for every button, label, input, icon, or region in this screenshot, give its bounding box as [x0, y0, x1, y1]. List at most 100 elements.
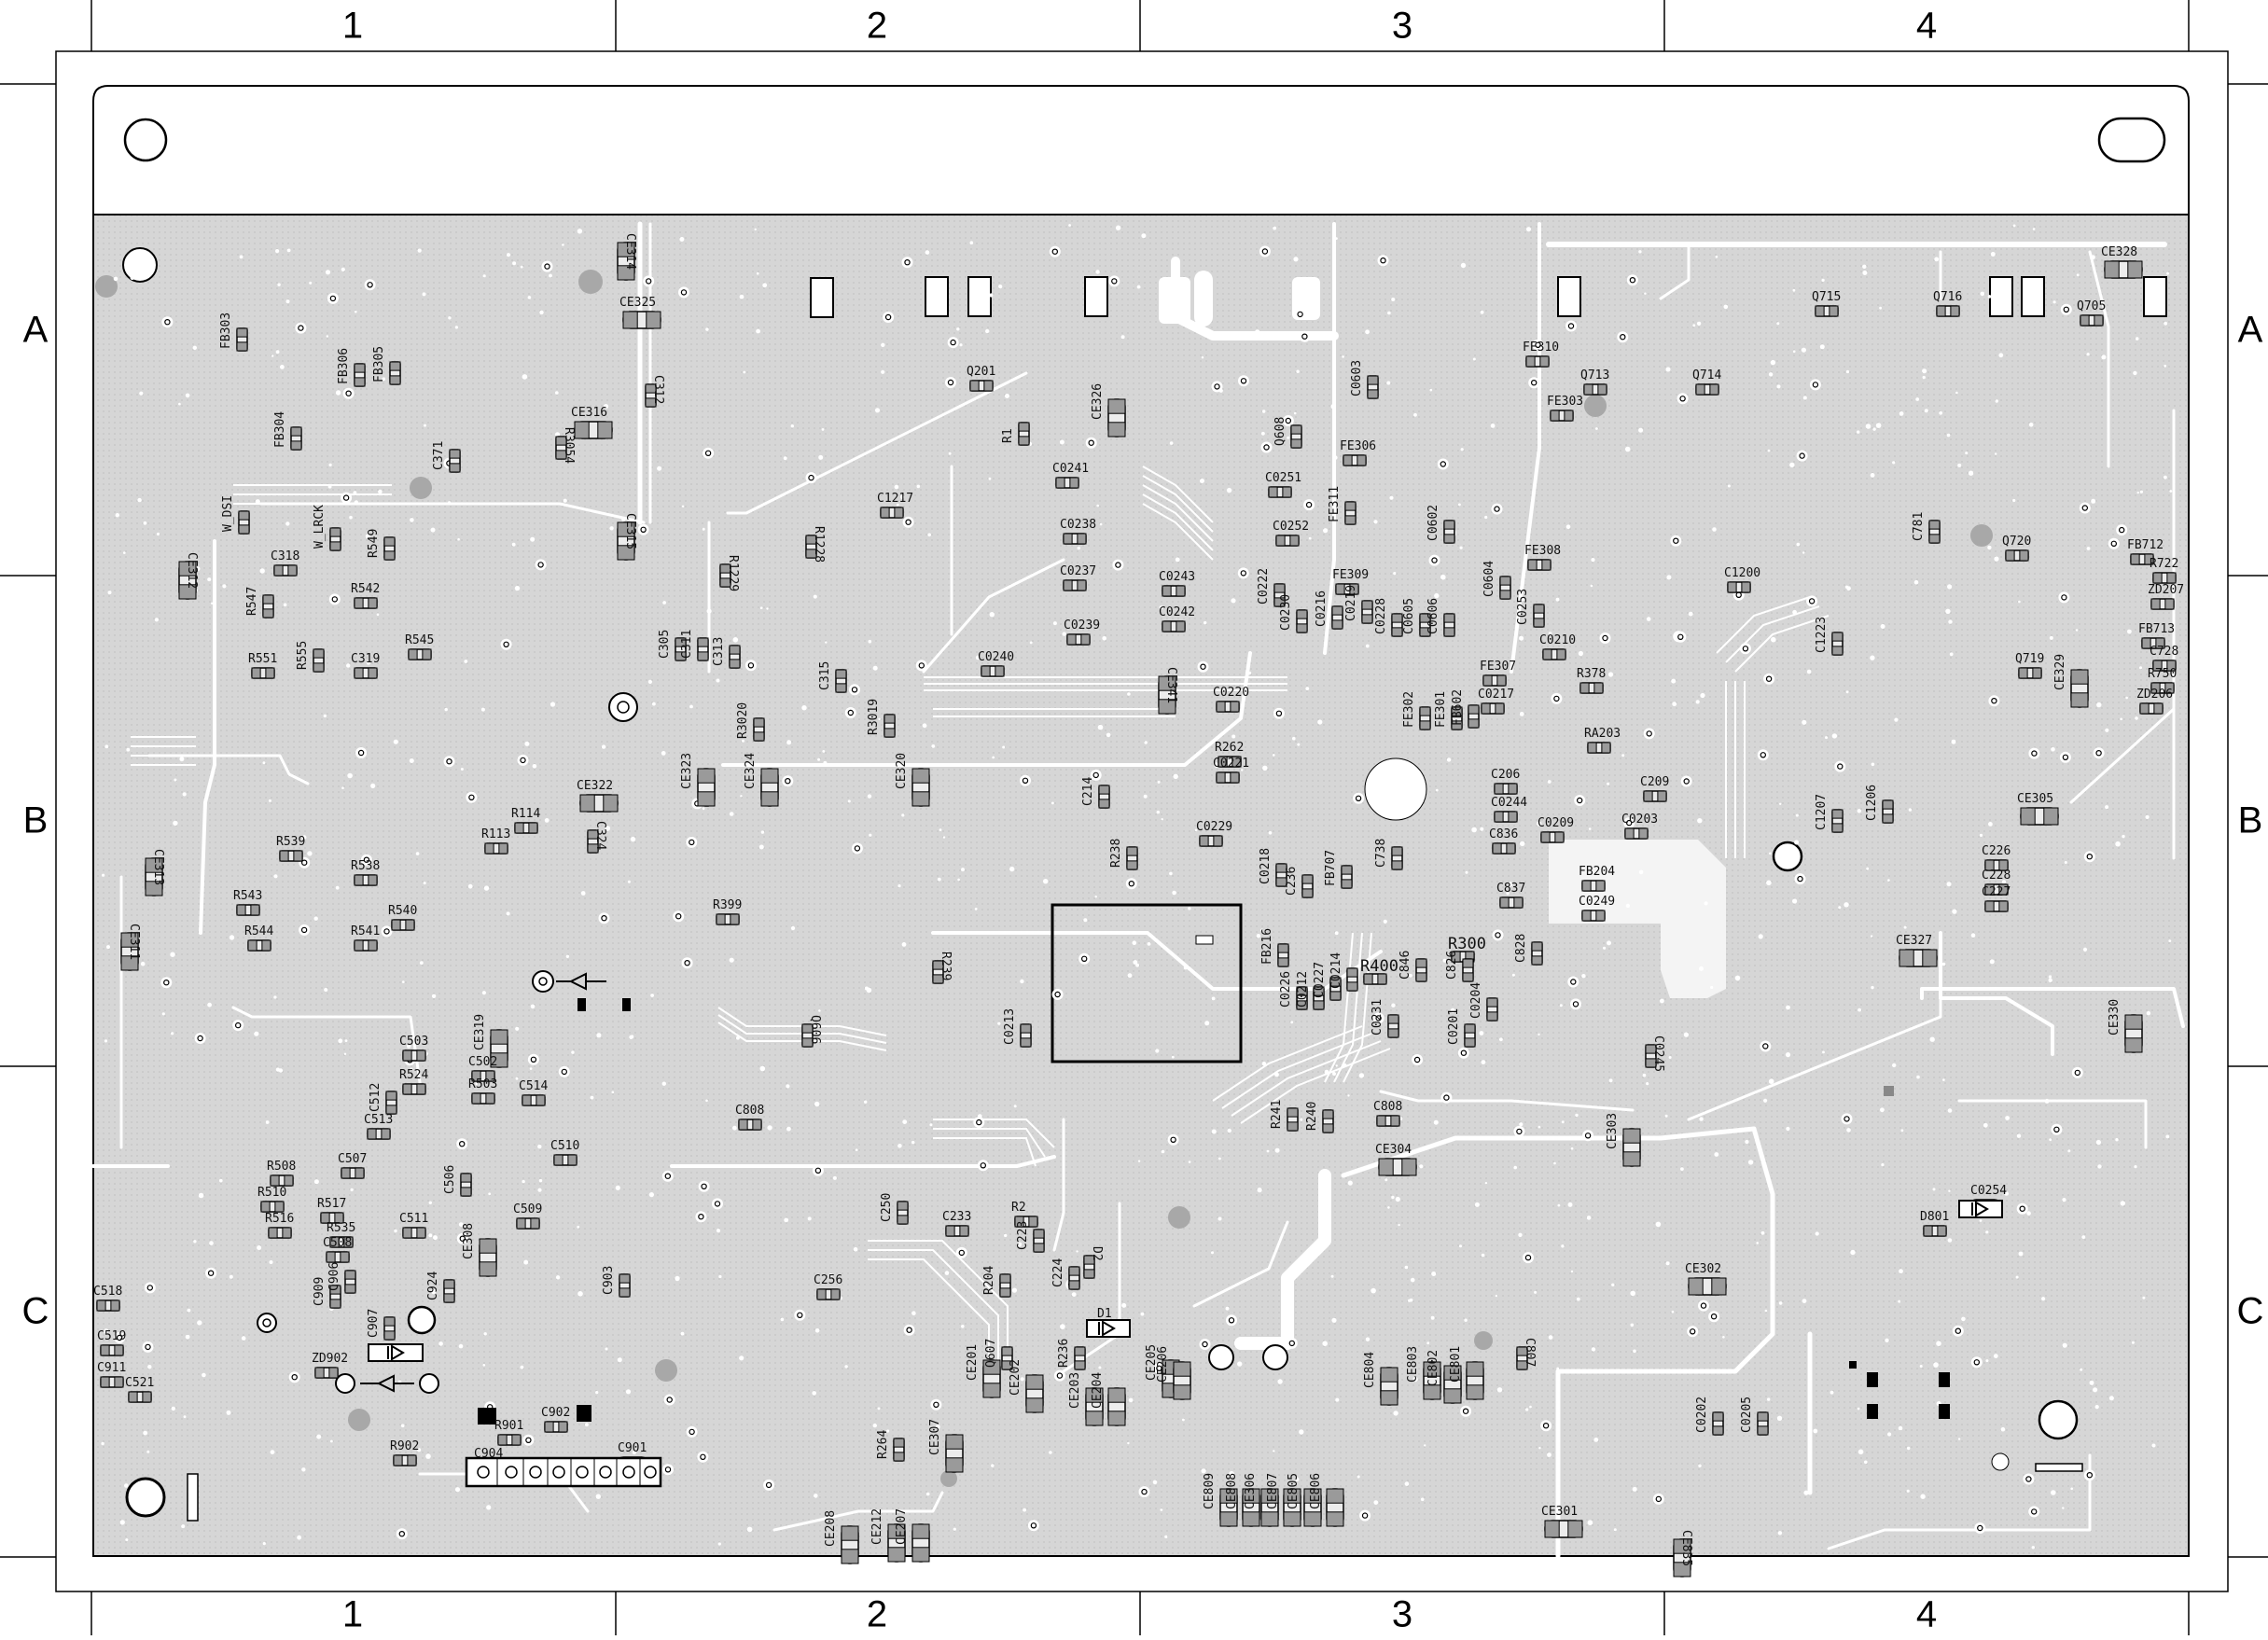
- component-label-c0214: C0214: [1329, 952, 1343, 989]
- footprint-c0214: [1346, 967, 1358, 992]
- via: [101, 1441, 104, 1446]
- drill-hole: [905, 519, 911, 525]
- via: [1922, 375, 1926, 380]
- drill-hole: [1275, 710, 1283, 717]
- via: [1858, 1449, 1864, 1455]
- via: [1764, 1309, 1768, 1313]
- via: [1484, 1182, 1488, 1185]
- via: [886, 1429, 890, 1433]
- via: [378, 489, 383, 494]
- via: [1968, 470, 1974, 476]
- via: [1383, 919, 1387, 924]
- via: [1644, 292, 1647, 295]
- drill-hole: [1460, 1049, 1468, 1056]
- via: [349, 515, 353, 520]
- drill-hole: [1022, 777, 1029, 785]
- via: [935, 1425, 940, 1430]
- footprint-r535: [329, 1236, 354, 1248]
- drill-hole: [530, 1056, 537, 1063]
- drill-hole: [1443, 1094, 1450, 1101]
- footprint-c214: [1098, 785, 1110, 809]
- through-hole-pad: [1460, 1405, 1472, 1417]
- row-label-b-left: B: [22, 799, 49, 841]
- via: [1638, 869, 1644, 875]
- via: [1919, 1365, 1923, 1368]
- through-hole-pad: [662, 1464, 674, 1476]
- drill-hole: [1128, 881, 1135, 887]
- via: [901, 942, 907, 947]
- drill-hole: [1285, 417, 1292, 424]
- drill-hole: [1200, 663, 1206, 670]
- drill-hole: [797, 1312, 803, 1319]
- component-label-r3054: R3054: [562, 427, 576, 465]
- via: [1590, 584, 1593, 588]
- via: [681, 505, 685, 507]
- via: [1768, 1078, 1774, 1084]
- via: [1143, 794, 1148, 799]
- via: [301, 835, 307, 840]
- via: [872, 665, 878, 671]
- via: [523, 1259, 529, 1265]
- component-label-c0252: C0252: [1273, 520, 1310, 534]
- footprint-c0604: [1499, 576, 1511, 600]
- via: [1830, 1390, 1834, 1395]
- via: [1871, 985, 1874, 990]
- footprint-c0217: [1481, 702, 1505, 715]
- via: [170, 952, 175, 957]
- component-label-c256: C256: [814, 1273, 843, 1287]
- drill-hole: [357, 749, 365, 757]
- through-hole-pad: [686, 1425, 698, 1438]
- component-label-ce202: CE202: [1009, 1358, 1023, 1396]
- via: [1547, 780, 1551, 784]
- drill-hole: [904, 259, 911, 266]
- component-label-r722: R722: [2150, 557, 2179, 571]
- via: [286, 248, 291, 253]
- via: [754, 228, 757, 231]
- via: [1225, 1306, 1230, 1311]
- component-label-fb303: FB303: [219, 312, 233, 349]
- through-hole-pad: [1739, 643, 1751, 655]
- component-label-c224: C224: [1051, 1258, 1065, 1287]
- component-label-fe301: FE301: [1434, 690, 1448, 728]
- via: [104, 744, 109, 749]
- footprint-fe308: [1527, 559, 1551, 571]
- drill-hole: [298, 325, 304, 331]
- component-label-w_lrck: W_LRCK: [313, 505, 327, 549]
- through-hole-pad: [1259, 245, 1271, 257]
- via: [532, 764, 537, 769]
- footprint-fe303: [1550, 410, 1574, 422]
- via: [409, 758, 414, 763]
- via: [1296, 369, 1300, 373]
- via: [1098, 1366, 1102, 1369]
- via: [1980, 291, 1985, 297]
- through-hole-pad: [1952, 1325, 1964, 1337]
- component-label-c0241: C0241: [1052, 462, 1090, 476]
- via: [617, 1357, 622, 1363]
- via: [1979, 1219, 1983, 1222]
- via: [1756, 1242, 1759, 1244]
- footprint-ce319: [490, 1029, 508, 1068]
- component-label-d801: D801: [1920, 1210, 1950, 1224]
- via: [1727, 484, 1731, 488]
- via: [1297, 743, 1301, 746]
- footprint-c0202: [1712, 1411, 1724, 1436]
- component-label-q716: Q716: [1933, 290, 1963, 304]
- via: [1857, 809, 1862, 813]
- component-label-c511: C511: [399, 1212, 429, 1226]
- footprint-q608: [1290, 424, 1302, 449]
- via: [393, 739, 398, 744]
- footprint-c0227: [1329, 977, 1342, 1001]
- via: [1184, 286, 1189, 291]
- via: [1872, 427, 1876, 431]
- drill-hole: [1080, 955, 1088, 963]
- via: [997, 1022, 1001, 1025]
- via: [1792, 898, 1798, 904]
- via: [1365, 329, 1370, 335]
- drill-hole: [1088, 439, 1094, 446]
- component-label-r555: R555: [296, 640, 310, 670]
- footprint-ce307: [945, 1434, 964, 1473]
- via: [1330, 1274, 1334, 1278]
- component-label-ce326: CE326: [1091, 382, 1105, 420]
- footprint-c837: [1499, 896, 1524, 909]
